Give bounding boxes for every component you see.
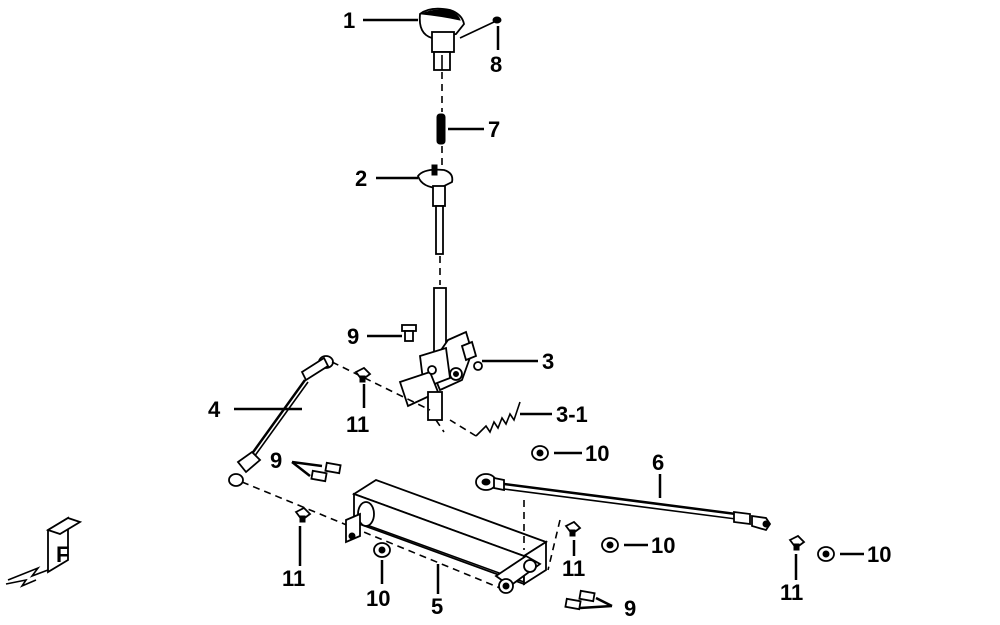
part-11-clip-a (354, 366, 372, 383)
callout-9-upper: 9 (347, 324, 359, 349)
part-11-clip-d (788, 534, 806, 551)
callout-10-lower: 10 (366, 586, 390, 611)
callout-10-middle: 10 (651, 533, 675, 558)
callout-11-right: 11 (780, 580, 803, 605)
callout-6: 6 (652, 450, 664, 475)
callout-2: 2 (355, 166, 367, 191)
callout-labels: 1 8 7 2 9 3 4 11 3-1 10 9 6 10 10 11 11 … (208, 8, 891, 621)
callout-10-upper: 10 (585, 441, 609, 466)
part-10-nut-d (373, 542, 391, 558)
part-10-nut-b (601, 537, 619, 553)
part-9-bolts-right (564, 589, 596, 611)
callout-8: 8 (490, 52, 502, 77)
callout-5: 5 (431, 594, 443, 619)
part-3-lever-bracket (398, 287, 483, 433)
part-2-shift-lever (416, 164, 454, 255)
front-direction-marker: F (5, 516, 83, 588)
part-1-knob (418, 7, 465, 71)
callout-11-middle: 11 (562, 556, 585, 581)
leader-lines (234, 18, 864, 610)
part-4-link-rod (228, 355, 501, 589)
part-11-clip-b (294, 506, 312, 523)
part-3-1-spring (449, 401, 521, 437)
callout-3: 3 (542, 349, 554, 374)
callout-9-lower: 9 (624, 596, 636, 621)
callout-3-1: 3-1 (556, 402, 588, 427)
callout-11-left: 11 (282, 566, 305, 591)
callout-10-right: 10 (867, 542, 891, 567)
part-5-shift-housing (345, 479, 561, 594)
part-8-pin (459, 16, 502, 39)
part-11-clip-c (564, 520, 582, 537)
callout-4: 4 (208, 397, 221, 422)
part-6-shift-cable (475, 473, 772, 532)
callout-11-upper: 11 (346, 412, 369, 437)
part-7-spring (436, 113, 446, 145)
callout-9-left: 9 (270, 448, 282, 473)
callout-7: 7 (488, 117, 500, 142)
front-marker-letter: F (56, 542, 69, 567)
part-10-nut-c (817, 546, 835, 562)
callout-1: 1 (343, 8, 355, 33)
part-9-bolts-left (310, 461, 342, 483)
part-10-nut-a (531, 445, 549, 461)
part-9-bolt-upper (401, 324, 417, 342)
